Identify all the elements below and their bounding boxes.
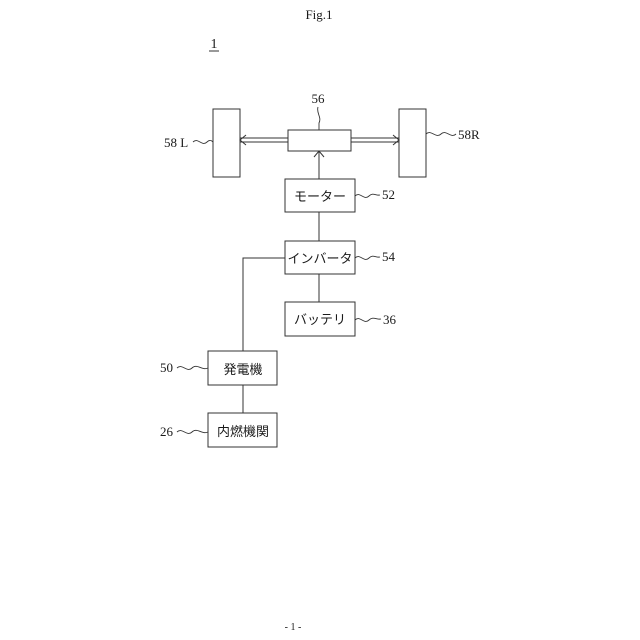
engine-leader [177, 430, 208, 433]
wheel-right-ref-number: 58R [458, 127, 480, 142]
wheel-right-box [399, 109, 426, 177]
inverter-label: インバータ [287, 251, 352, 266]
generator-leader [177, 366, 208, 369]
axle-arrow-left [240, 135, 246, 145]
battery-leader [355, 318, 381, 321]
differential-ref-number: 56 [312, 91, 326, 106]
generator-ref-number: 50 [160, 360, 173, 375]
axle-arrow-right [393, 135, 399, 145]
axle-shaft-right [351, 138, 399, 142]
engine-ref-number: 26 [160, 424, 174, 439]
figure-label: Fig.1 [305, 7, 332, 22]
differential-box [288, 130, 351, 151]
motor-ref-number: 52 [382, 187, 395, 202]
wheel-left-box [213, 109, 240, 177]
generator-label: 発電機 [223, 362, 262, 377]
engine-label: 内燃機関 [217, 424, 269, 439]
inverter-leader [355, 256, 380, 259]
axle-shaft-left [240, 138, 288, 142]
motor-leader [355, 194, 380, 197]
page-number: - 1 - [285, 622, 302, 633]
wheel-left-ref-number: 58 L [164, 135, 188, 150]
battery-ref-number: 36 [383, 312, 397, 327]
motor-label: モーター [294, 189, 346, 204]
inverter-ref-number: 54 [382, 249, 396, 264]
differential-leader [318, 107, 320, 130]
wheel-right-leader [426, 133, 456, 136]
battery-label: バッテリ [294, 312, 346, 327]
inverter-generator-connection [243, 258, 285, 351]
system-reference-number: 1 [211, 37, 218, 52]
wheel-left-leader [193, 140, 213, 143]
